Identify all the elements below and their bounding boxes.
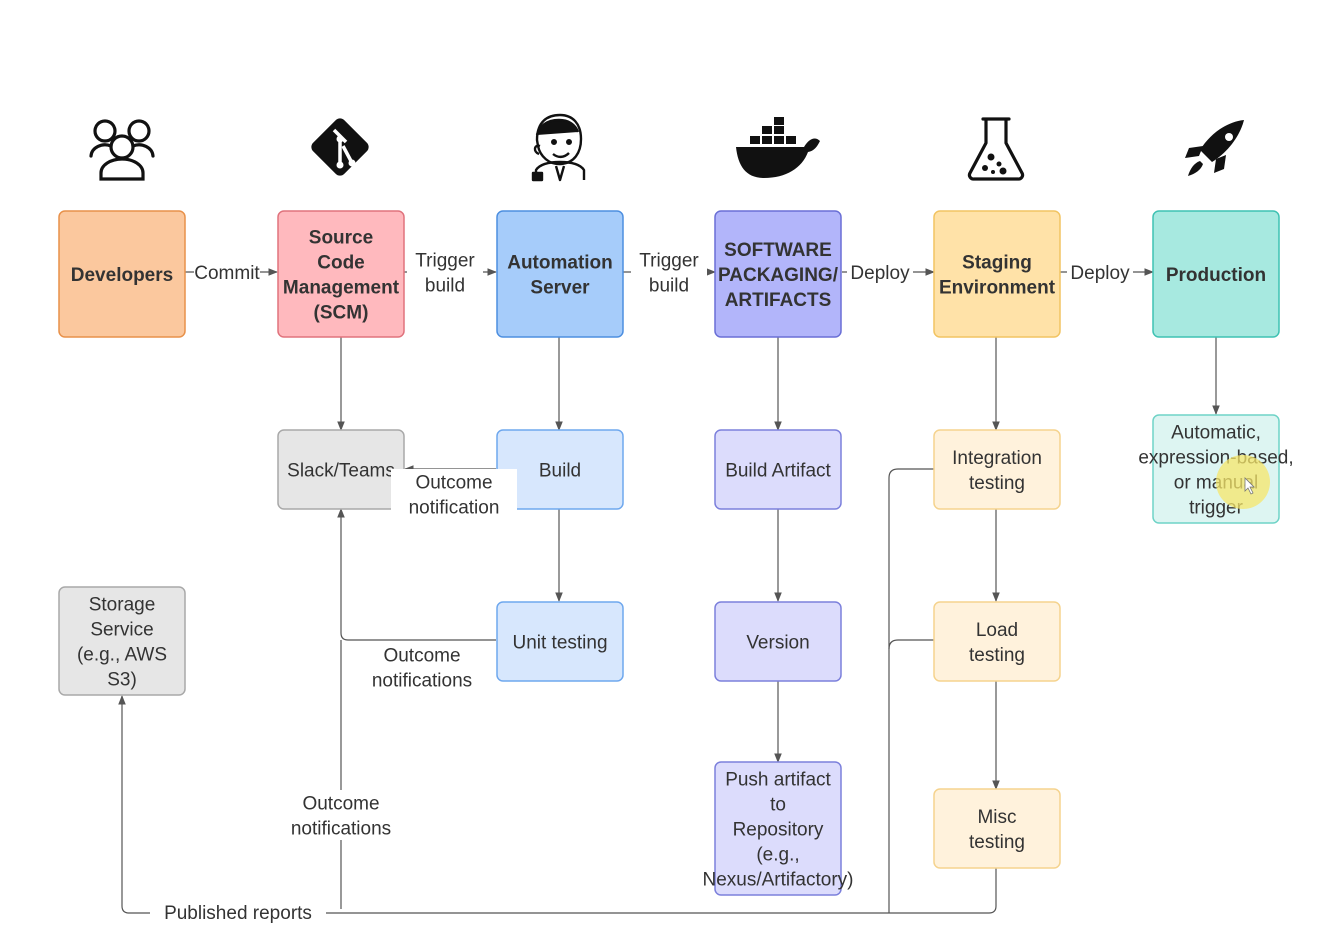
staging-box <box>933 210 1061 338</box>
edge-label-outcome-unit: Outcome notifications <box>354 642 490 692</box>
push-text: Push artifact <box>725 770 831 791</box>
packaging-text: SOFTWARE <box>724 240 832 261</box>
edge-label-outcome-unit-text: Outcome <box>383 646 460 667</box>
load-text: testing <box>969 645 1025 666</box>
build-node[interactable]: Build <box>496 429 624 510</box>
scm-text: (SCM) <box>314 303 369 324</box>
misc-text: testing <box>969 832 1025 853</box>
edge-label-outcome-bottom-text: notifications <box>291 819 391 840</box>
load-text: Load <box>976 620 1018 641</box>
scm-text: Management <box>283 278 400 299</box>
edge-label-outcome-build-text: Outcome <box>415 473 492 494</box>
staging-text: Environment <box>939 278 1056 299</box>
staging-text: Staging <box>962 253 1032 274</box>
edge-label-outcome-build: Outcome notification <box>391 469 517 519</box>
storage-text: Storage <box>89 595 156 616</box>
developers-node[interactable]: Developers <box>58 210 186 338</box>
misc-node[interactable]: Misc testing <box>933 788 1061 869</box>
slack-text: Slack/Teams <box>287 461 395 482</box>
scm-box <box>277 210 405 338</box>
integration-box <box>933 429 1061 510</box>
edge-label-published-text: Published reports <box>164 903 312 924</box>
push-text: to <box>770 795 786 816</box>
push-text: Nexus/Artifactory) <box>703 870 854 891</box>
automation-text: Automation <box>507 253 613 274</box>
version-node[interactable]: Version <box>714 601 842 682</box>
edge-label-trigger2-text: Trigger <box>639 251 699 272</box>
edge-label-trigger1: Trigger build <box>407 247 483 297</box>
edge-label-deploy2-text: Deploy <box>1070 263 1130 284</box>
storage-text: (e.g., AWS <box>77 645 167 666</box>
integration-node[interactable]: Integration testing <box>933 429 1061 510</box>
misc-box <box>933 788 1061 869</box>
edge-label-commit: Commit <box>194 259 260 285</box>
packaging-box <box>714 210 842 338</box>
edge-label-deploy2: Deploy <box>1067 259 1133 285</box>
artifact-text: Build Artifact <box>725 461 831 482</box>
edge-label-trigger1-text: Trigger <box>415 251 475 272</box>
edge-label-deploy1-text: Deploy <box>850 263 910 284</box>
trigger-node[interactable]: Automatic,expression-based,or manualtrig… <box>1138 414 1294 524</box>
edge-label-trigger2-text: build <box>649 276 689 297</box>
git-icon <box>311 118 369 176</box>
unit-box <box>496 601 624 682</box>
version-box <box>714 601 842 682</box>
developers-box <box>58 210 186 338</box>
developers-text: Developers <box>71 265 173 286</box>
trigger-text: expression-based, <box>1138 448 1293 469</box>
jenkins-icon <box>531 113 586 182</box>
packaging-text: ARTIFACTS <box>725 290 832 311</box>
scm-text: Source <box>309 228 373 249</box>
integration-text: testing <box>969 473 1025 494</box>
storage-text: Service <box>90 620 153 641</box>
load-node[interactable]: Load testing <box>933 601 1061 682</box>
edge-label-published: Published reports <box>150 899 326 925</box>
flask-icon <box>967 117 1025 181</box>
push-box <box>714 761 842 896</box>
edge-label-outcome-unit-text: notifications <box>372 671 472 692</box>
push-text: Repository <box>733 820 824 841</box>
cursor-highlight <box>1216 455 1270 509</box>
production-box <box>1152 210 1280 338</box>
version-text: Version <box>746 633 809 654</box>
artifact-box <box>714 429 842 510</box>
edge-label-deploy1: Deploy <box>847 259 913 285</box>
production-node[interactable]: Production <box>1152 210 1280 338</box>
docker-icon <box>736 117 820 178</box>
build-text: Build <box>539 461 581 482</box>
edge-label-outcome-bottom: Outcome notifications <box>273 790 409 840</box>
slack-node[interactable]: Slack/Teams <box>277 429 405 510</box>
load-box <box>933 601 1061 682</box>
misc-text: Misc <box>977 807 1016 828</box>
automation-text: Server <box>530 278 590 299</box>
storage-text: S3) <box>107 670 137 691</box>
unit-node[interactable]: Unit testing <box>496 601 624 682</box>
edge-label-trigger1-text: build <box>425 276 465 297</box>
production-text: Production <box>1166 265 1266 286</box>
integration-text: Integration <box>952 448 1042 469</box>
push-text: (e.g., <box>756 845 799 866</box>
edge-label-outcome-bottom-text: Outcome <box>302 794 379 815</box>
storage-box <box>58 586 186 696</box>
rocket-icon <box>1185 120 1244 176</box>
trigger-text: Automatic, <box>1171 423 1261 444</box>
unit-text: Unit testing <box>512 633 607 654</box>
automation-box <box>496 210 624 338</box>
packaging-node[interactable]: SOFTWARE PACKAGING/ARTIFACTS <box>714 210 842 338</box>
edge-label-commit-text: Commit <box>194 263 260 284</box>
artifact-node[interactable]: Build Artifact <box>714 429 842 510</box>
edge-label-trigger2: Trigger build <box>631 247 707 297</box>
edge-label-outcome-build-text: notification <box>409 498 500 519</box>
team-icon <box>89 119 155 181</box>
packaging-text: PACKAGING/ <box>718 265 839 286</box>
connectors <box>118 268 1220 914</box>
scm-text: Code <box>317 253 365 274</box>
